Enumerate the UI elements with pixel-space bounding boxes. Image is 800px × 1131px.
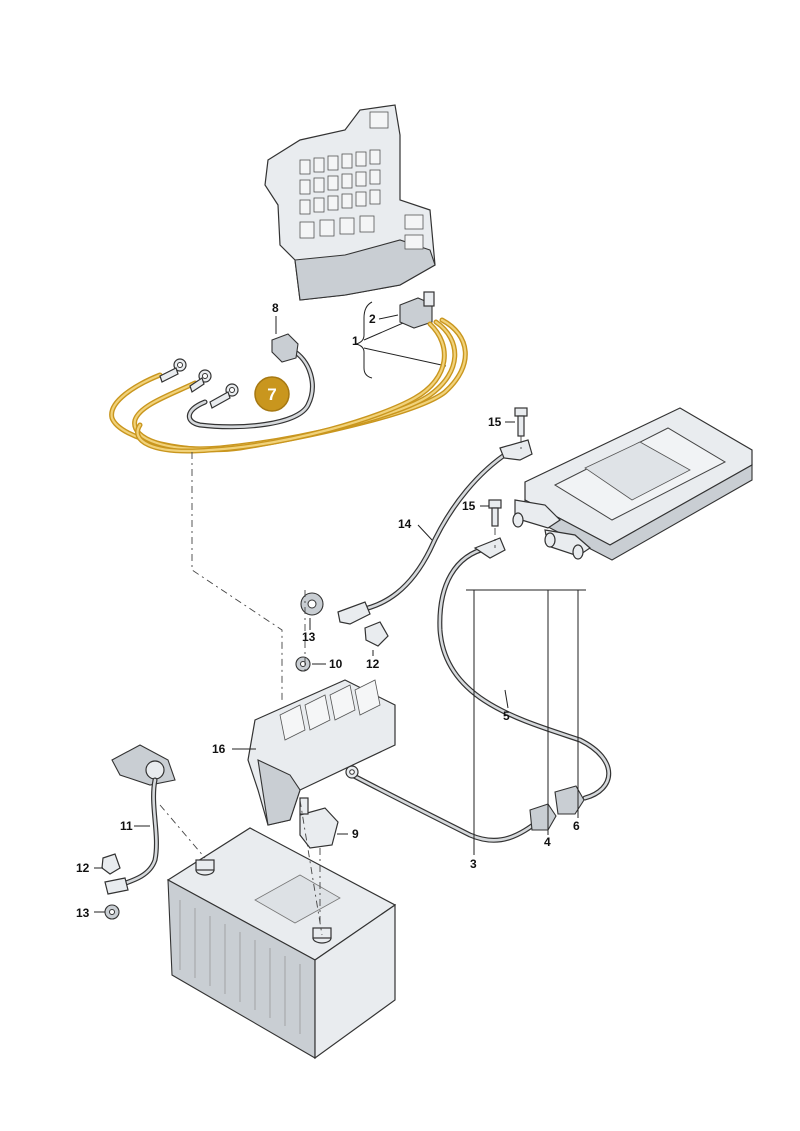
callout-11: 11 xyxy=(120,819,133,833)
callout-12-lower: 12 xyxy=(76,861,90,875)
callout-6: 6 xyxy=(573,819,580,833)
callout-13-lower: 13 xyxy=(76,906,90,920)
battery-support-16[interactable] xyxy=(247,679,396,826)
callout-9: 9 xyxy=(352,827,359,841)
callout-5: 5 xyxy=(503,709,510,723)
nut-13-upper[interactable] xyxy=(300,592,324,616)
ground-cable-8[interactable] xyxy=(186,333,315,430)
highlight-badge-7[interactable]: 7 xyxy=(254,376,290,412)
battery[interactable] xyxy=(166,827,397,1060)
clamp-9[interactable] xyxy=(299,797,339,849)
battery-cable-set-highlighted[interactable] xyxy=(109,317,468,454)
cap-12-lower[interactable] xyxy=(101,853,121,875)
bolt-15-upper[interactable] xyxy=(514,407,528,437)
callout-16: 16 xyxy=(212,742,226,756)
cable-14[interactable] xyxy=(337,439,533,625)
callout-3: 3 xyxy=(470,857,477,871)
callout-1: 1 xyxy=(352,334,359,348)
callout-14: 14 xyxy=(398,517,412,531)
callout-4: 4 xyxy=(544,835,551,849)
cap-12-upper[interactable] xyxy=(364,621,389,647)
cable-11[interactable] xyxy=(104,744,176,895)
connector-4[interactable] xyxy=(529,803,557,831)
callout-8: 8 xyxy=(272,301,279,315)
nut-10[interactable] xyxy=(295,656,311,672)
callout-13-upper: 13 xyxy=(302,630,316,644)
highlight-label: 7 xyxy=(267,385,276,404)
fuse-relay-box[interactable] xyxy=(264,104,436,301)
callout-15-lower: 15 xyxy=(462,499,476,513)
control-unit[interactable] xyxy=(512,407,753,561)
callout-10: 10 xyxy=(329,657,343,671)
callout-2: 2 xyxy=(369,312,376,326)
connector-2[interactable] xyxy=(399,291,435,329)
bolt-15-lower[interactable] xyxy=(488,499,502,527)
nut-13-lower[interactable] xyxy=(104,904,120,920)
cable-5[interactable] xyxy=(437,537,612,801)
callout-12-upper: 12 xyxy=(366,657,380,671)
cable-3[interactable] xyxy=(345,765,543,843)
connector-6[interactable] xyxy=(554,785,585,815)
callout-15-upper: 15 xyxy=(488,415,502,429)
